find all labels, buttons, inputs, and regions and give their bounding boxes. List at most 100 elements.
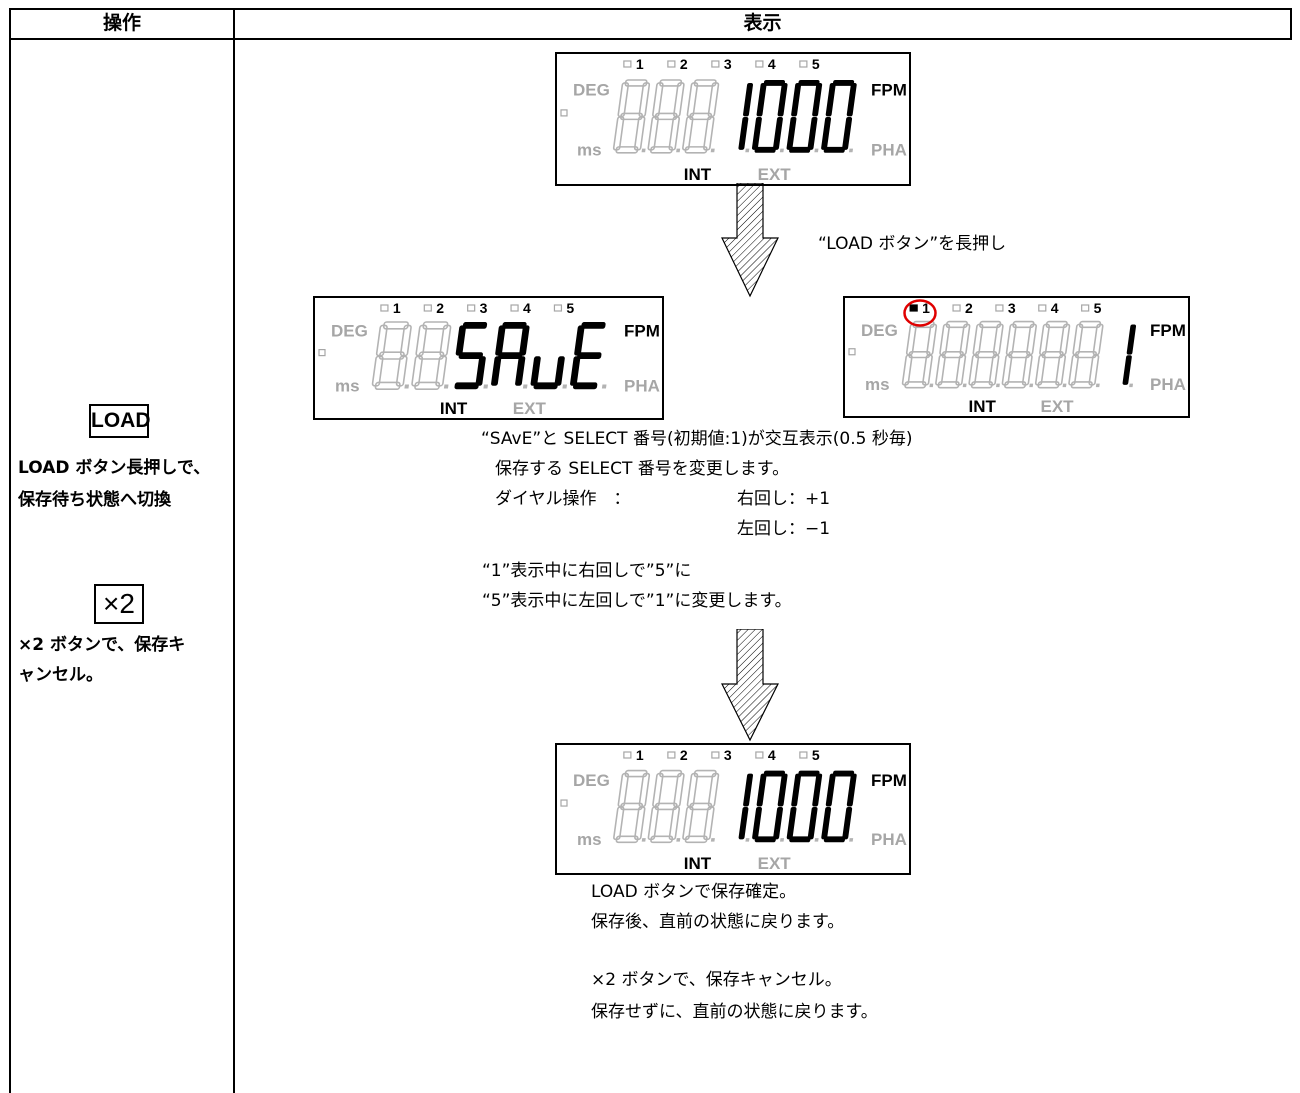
indicator-label-1: 1 [922, 300, 930, 316]
indicator-1 [623, 60, 632, 68]
segment-g [1041, 350, 1064, 359]
indicator-label-3: 3 [724, 56, 732, 72]
down-arrow-2 [721, 629, 779, 742]
segment-c [1055, 354, 1067, 386]
x2-description-line1: ×2 ボタンで、保存キ [18, 635, 186, 655]
segment-f [415, 324, 428, 357]
ext-label: EXT [758, 165, 792, 184]
ext-label: EXT [1041, 397, 1075, 416]
pha-label: PHA [624, 377, 660, 396]
segment-f [652, 82, 664, 118]
segment-a [832, 80, 855, 86]
int-label: INT [684, 854, 712, 873]
segment-a [581, 322, 606, 329]
lcd-digit-0 [901, 320, 938, 389]
segment-f [617, 82, 630, 118]
cancel-line2: 保存せずに、直前の状態に戻ります。 [591, 1002, 878, 1022]
indicator-label-4: 4 [1051, 300, 1059, 316]
cancel-line1: ×2 ボタンで、保存キャンセル。 [591, 970, 842, 990]
segment-d [823, 836, 846, 843]
segment-f [455, 325, 467, 356]
segment-e [491, 356, 502, 386]
lcd-digit-5 [786, 80, 823, 153]
dial-right-rule: 右回し：+1 [737, 489, 831, 509]
lcd-digit-2 [454, 322, 489, 390]
segment-e [821, 116, 832, 150]
lcd-digit-1 [647, 769, 685, 844]
indicator-1 [909, 304, 918, 312]
decimal-point [745, 148, 750, 153]
ext-label: EXT [758, 854, 792, 873]
segment-c [773, 116, 783, 150]
deg-label: DEG [573, 771, 610, 790]
indicator-2 [667, 751, 676, 759]
indicator-3 [995, 304, 1004, 312]
segment-c [955, 354, 967, 386]
indicator-2 [952, 304, 961, 312]
segment-g [418, 351, 445, 360]
decimal-point [562, 384, 568, 389]
lcd-digit-3 [491, 322, 530, 389]
segment-b [777, 82, 788, 117]
indicator-5 [799, 751, 808, 759]
indicator-4 [755, 751, 764, 759]
segment-g [378, 351, 405, 360]
segment-g [941, 350, 964, 359]
segment-c [1021, 354, 1033, 386]
long-press-note: “LOAD ボタン”を長押し [818, 234, 1007, 254]
segment-d [533, 382, 558, 390]
segment-c [773, 807, 783, 840]
indicator-label-2: 2 [680, 747, 688, 763]
segment-g [654, 802, 678, 811]
segment-g [974, 350, 998, 359]
segment-g [689, 112, 713, 121]
segment-e [751, 116, 762, 150]
lcd-digit-3 [738, 82, 754, 153]
segment-f [791, 82, 802, 117]
segment-b [846, 773, 857, 807]
decimal-point [676, 148, 681, 153]
segment-e [1001, 354, 1013, 386]
segment-f [574, 325, 585, 356]
segment-b [638, 772, 651, 808]
segment-d [789, 836, 811, 843]
int-label: INT [440, 399, 468, 418]
pha-label: PHA [871, 830, 907, 849]
decimal-point [779, 838, 785, 842]
segment-g [1008, 350, 1031, 359]
segment-g [1074, 350, 1097, 359]
segment-c [554, 356, 565, 386]
fpm-label: FPM [624, 321, 660, 340]
indicator-1 [623, 751, 632, 759]
segment-g [654, 112, 678, 121]
segment-c [807, 807, 818, 840]
decimal-point [601, 384, 607, 389]
segment-a [763, 770, 786, 777]
indicator-label-2: 2 [965, 300, 973, 316]
fpm-label: FPM [871, 771, 907, 790]
segment-c [922, 354, 933, 386]
decimal-point [1029, 383, 1034, 388]
segment-f [1005, 323, 1017, 356]
segment-b [992, 323, 1004, 356]
ms-label: ms [577, 140, 602, 159]
segment-e [570, 356, 581, 386]
segment-e [647, 806, 660, 841]
down-arrow-1 [721, 183, 779, 298]
indicator-label-5: 5 [1094, 300, 1102, 316]
table-right-border [1290, 8, 1292, 40]
segment-b [1026, 323, 1037, 356]
decimal-point [745, 838, 750, 842]
segment-f [972, 323, 984, 356]
lcd-digit-1 [647, 79, 685, 154]
table-left-border [9, 8, 11, 1093]
segment-f [1039, 323, 1051, 356]
highlight-circle [903, 299, 937, 327]
indicator-3 [711, 751, 720, 759]
lcd-digit-1 [411, 321, 452, 390]
segment-c [988, 354, 1000, 386]
segment-e [968, 354, 980, 386]
segment-g [689, 802, 713, 811]
